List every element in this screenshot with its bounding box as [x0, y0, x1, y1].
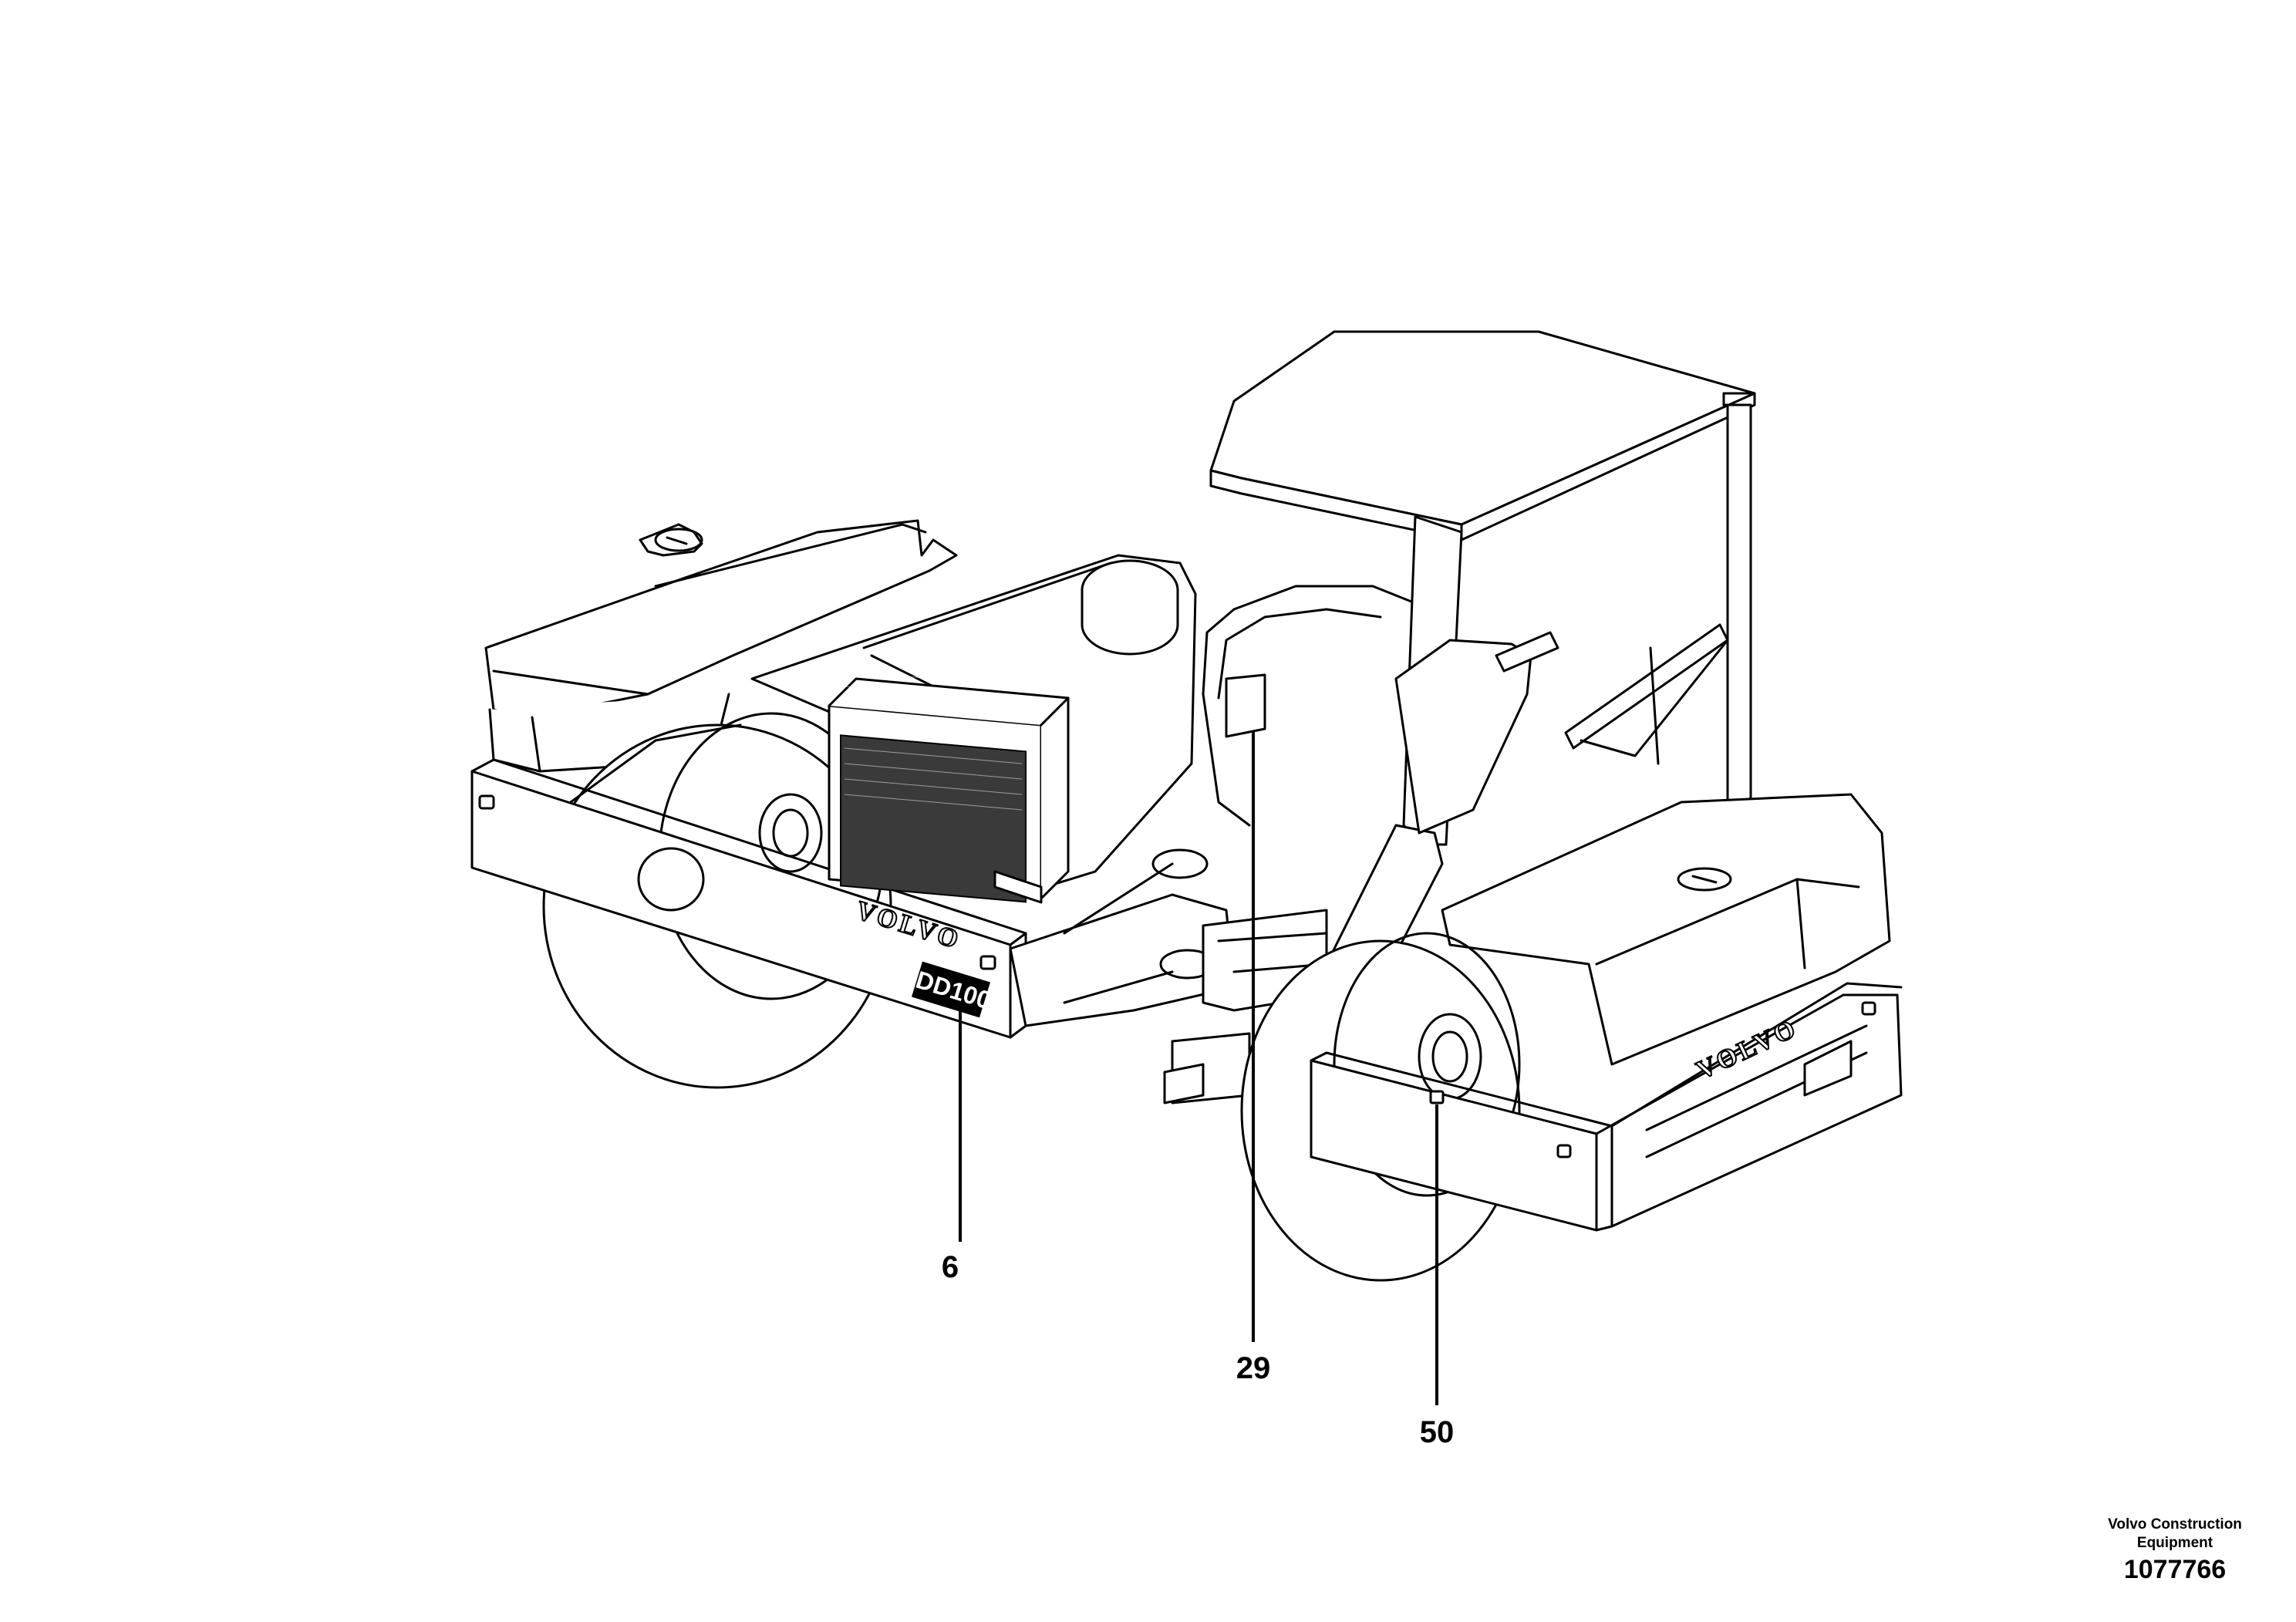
small-decal-50 — [1429, 1090, 1445, 1104]
front-drum-assembly: VOLVO DD100 — [470, 519, 1027, 1089]
callout-50: 50 — [1420, 1415, 1455, 1449]
callout-29: 29 — [1236, 1351, 1271, 1385]
rear-drum-assembly: VOLVO — [1240, 793, 1903, 1282]
callout-leaders — [959, 731, 1438, 1405]
document-number: 1077766 — [2124, 1555, 2226, 1584]
footer-company-line1: Volvo Construction — [2108, 1516, 2242, 1533]
callout-6: 6 — [942, 1250, 959, 1284]
footer-company-line2: Equipment — [2137, 1535, 2213, 1551]
engine-compartment — [750, 554, 1197, 904]
warning-decal-29 — [1225, 673, 1266, 738]
